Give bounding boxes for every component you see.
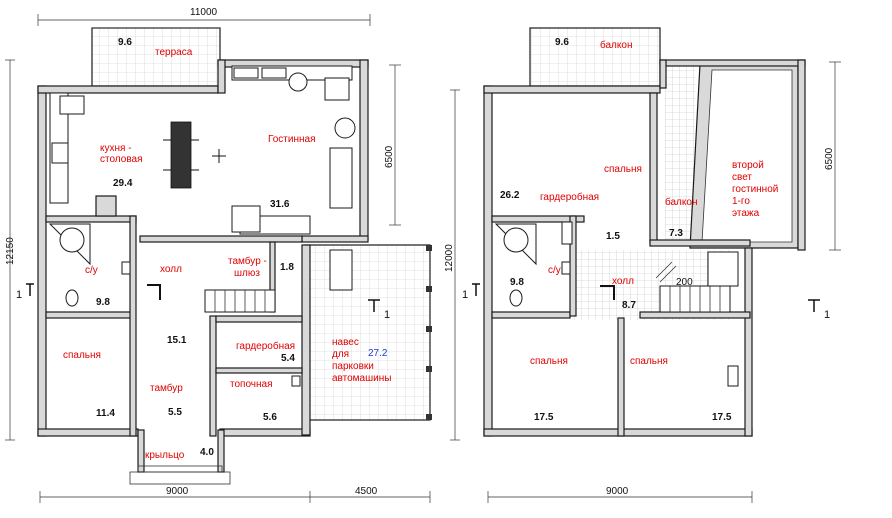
floor2-dim-left: 12000 — [444, 244, 455, 272]
dim-top: 11000 — [190, 7, 218, 18]
living-room-furniture — [163, 65, 356, 235]
airlock-label-1: тамбур - — [228, 255, 267, 267]
floor2-walls — [483, 59, 806, 437]
floor1-axis-left: 1 — [16, 289, 22, 301]
floor2-bathroom-area-value: 9.8 — [510, 277, 524, 288]
dim-bottom: 9000 — [166, 486, 189, 497]
floor2-fixtures — [494, 221, 739, 387]
floor2-dim-bottom: 9000 — [606, 486, 629, 497]
second-light-line-4: 1-го — [732, 196, 750, 207]
floor2-hall-label: холл — [612, 276, 634, 287]
porch-label: крыльцо — [145, 450, 185, 461]
living-area-value: 31.6 — [270, 199, 290, 210]
bedroom-top-label: спальня — [604, 164, 642, 175]
floor-2-plan: 12000 6500 9000 — [444, 27, 841, 503]
bedroom-right-label: спальня — [630, 356, 668, 367]
second-light-line-2: свет — [732, 172, 752, 183]
bedroom-area-value: 11.4 — [96, 408, 115, 419]
floor2-hall-area-value: 8.7 — [622, 300, 636, 311]
wardrobe-area-value: 5.4 — [281, 353, 295, 364]
dressing-area-value: 1.5 — [606, 231, 620, 242]
bathroom-fixtures — [48, 223, 131, 307]
vestibule-area-value: 5.5 — [168, 407, 182, 418]
floor-1-plan: 11000 12150 6500 9000 4500 — [5, 7, 432, 503]
bedroom-label: спальня — [63, 350, 101, 361]
carport-area-value: 27.2 — [368, 348, 388, 359]
second-light-line-1: второй — [732, 160, 764, 171]
bathroom-label: с/у — [85, 265, 98, 276]
bedroom-left-area-value: 17.5 — [534, 412, 554, 423]
floor2-stair-dim: 200 — [676, 277, 693, 288]
bedroom-right-area-value: 17.5 — [712, 412, 732, 423]
balcony-top-area-value: 9.6 — [555, 37, 569, 48]
floor1-dimensions: 11000 12150 6500 9000 4500 — [5, 7, 431, 503]
balcony-top-label: балкон — [600, 39, 632, 51]
floor1-labels: 9.6 терраса кухня - столовая 29.4 Гостин… — [63, 37, 391, 461]
hall-area-value: 15.1 — [167, 335, 187, 346]
second-light-line-3: гостинной — [732, 184, 778, 195]
dressing-label: гардеробная — [540, 191, 599, 203]
balcony-side-area-value: 7.3 — [669, 228, 683, 239]
floor1-walls — [37, 59, 369, 485]
porch-area-value: 4.0 — [200, 447, 214, 458]
vestibule-label: тамбур — [150, 382, 183, 394]
furnace-area-value: 5.6 — [263, 412, 277, 423]
floor2-dimensions: 12000 6500 9000 — [444, 61, 841, 503]
floor1-section-markers: 1 1 — [16, 283, 390, 321]
floor2-section-markers: 1 1 — [462, 283, 830, 321]
balcony-top-area — [529, 27, 661, 87]
kitchen-label-2: столовая — [100, 154, 143, 165]
dim-left: 12150 — [5, 237, 16, 265]
terrace-label: терраса — [155, 47, 193, 58]
kitchen-equipment — [49, 92, 117, 217]
carport-posts — [426, 245, 432, 420]
floor1-axis-right: 1 — [384, 309, 390, 321]
floor2-axis-left: 1 — [462, 289, 468, 301]
floor2-labels: 9.6 балкон спальня 26.2 гардеробная 1.5 … — [500, 37, 778, 423]
carport-label-1: навес — [332, 337, 359, 348]
carport-label-2: для — [332, 349, 349, 360]
carport-label-4: автомашины — [332, 373, 391, 384]
bedroom-top-area-value: 26.2 — [500, 190, 520, 201]
kitchen-label-1: кухня - — [100, 143, 132, 154]
bedroom-left-label: спальня — [530, 356, 568, 367]
carport-area — [304, 244, 431, 421]
balcony-side-area — [665, 62, 695, 242]
dim-bottom-right: 4500 — [355, 486, 378, 497]
living-label: Гостинная — [268, 134, 316, 145]
dim-right: 6500 — [384, 145, 395, 168]
balcony-side-label: балкон — [665, 196, 697, 208]
airlock-label-2: шлюз — [234, 268, 260, 279]
airlock-area-value: 1.8 — [280, 262, 294, 273]
furnace-label: топочная — [230, 379, 273, 390]
kitchen-area-value: 29.4 — [113, 178, 133, 189]
second-light-line-5: этажа — [732, 208, 760, 219]
terrace-area-value: 9.6 — [118, 37, 132, 48]
floor2-bathroom-label: с/у — [548, 265, 561, 276]
floor2-dim-right: 6500 — [824, 147, 835, 170]
floor2-axis-right: 1 — [824, 309, 830, 321]
floor1-stairs — [147, 249, 353, 387]
hall-label: холл — [160, 264, 182, 275]
carport-label-3: парковки — [332, 361, 374, 372]
wardrobe-label: гардеробная — [236, 340, 295, 352]
bathroom-area-value: 9.8 — [96, 297, 110, 308]
